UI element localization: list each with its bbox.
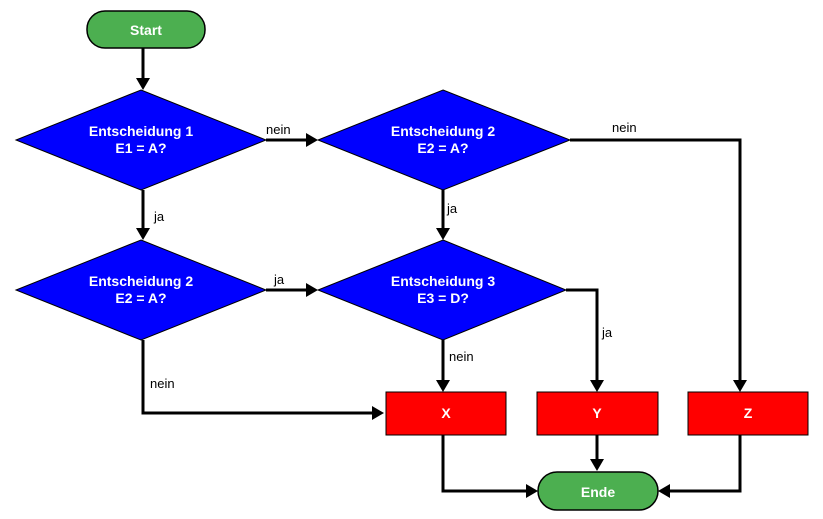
decision-3-node: Entscheidung 3 E3 = D?	[316, 239, 568, 341]
edge-label-ja: ja	[273, 272, 285, 287]
decision-3-condition: E3 = D?	[417, 290, 469, 306]
edge-label-nein: nein	[449, 349, 474, 364]
start-label: Start	[130, 22, 162, 38]
decision-2-top-node: Entscheidung 2 E2 = A?	[316, 89, 572, 191]
edge-label-ja: ja	[601, 325, 613, 340]
decision-2-left-condition: E2 = A?	[115, 290, 166, 306]
edge-label-nein: nein	[266, 122, 291, 137]
process-y-label: Y	[592, 405, 602, 421]
edge-label-nein: nein	[612, 120, 637, 135]
decision-2-top-condition: E2 = A?	[417, 140, 468, 156]
decision-3-title: Entscheidung 3	[391, 273, 495, 289]
edge-decision-3-to-y: ja	[566, 288, 613, 392]
edge-label-ja: ja	[153, 209, 165, 224]
edge-decision-2-top-to-z: nein	[570, 120, 747, 392]
end-node: Ende	[537, 471, 659, 511]
edge-z-to-end	[658, 435, 742, 498]
decision-1-node: Entscheidung 1 E1 = A?	[14, 89, 268, 191]
edge-y-to-end	[590, 435, 604, 471]
edge-start-to-decision-1	[136, 48, 150, 90]
end-label: Ende	[581, 484, 615, 500]
decision-2-left-node: Entscheidung 2 E2 = A?	[14, 239, 268, 341]
process-x-label: X	[441, 405, 451, 421]
decision-1-condition: E1 = A?	[115, 140, 166, 156]
process-z-label: Z	[744, 405, 753, 421]
edge-decision-2-left-to-x: nein	[141, 340, 384, 420]
decision-1-title: Entscheidung 1	[89, 123, 193, 139]
edge-decision-3-to-x: nein	[436, 340, 474, 392]
decision-2-top-title: Entscheidung 2	[391, 123, 495, 139]
edge-decision-2-top-to-decision-3: ja	[436, 190, 458, 240]
edge-x-to-end	[441, 435, 538, 498]
process-z-node: Z	[687, 391, 809, 436]
decision-2-left-title: Entscheidung 2	[89, 273, 193, 289]
start-node: Start	[86, 10, 206, 49]
edge-decision-1-to-decision-2-top: nein	[266, 122, 318, 147]
process-x-node: X	[385, 391, 507, 436]
edge-decision-2-left-to-decision-3: ja	[266, 272, 318, 297]
edge-decision-1-to-decision-2-left: ja	[136, 190, 165, 240]
process-y-node: Y	[536, 391, 659, 436]
edge-label-nein: nein	[150, 376, 175, 391]
edge-label-ja: ja	[446, 201, 458, 216]
